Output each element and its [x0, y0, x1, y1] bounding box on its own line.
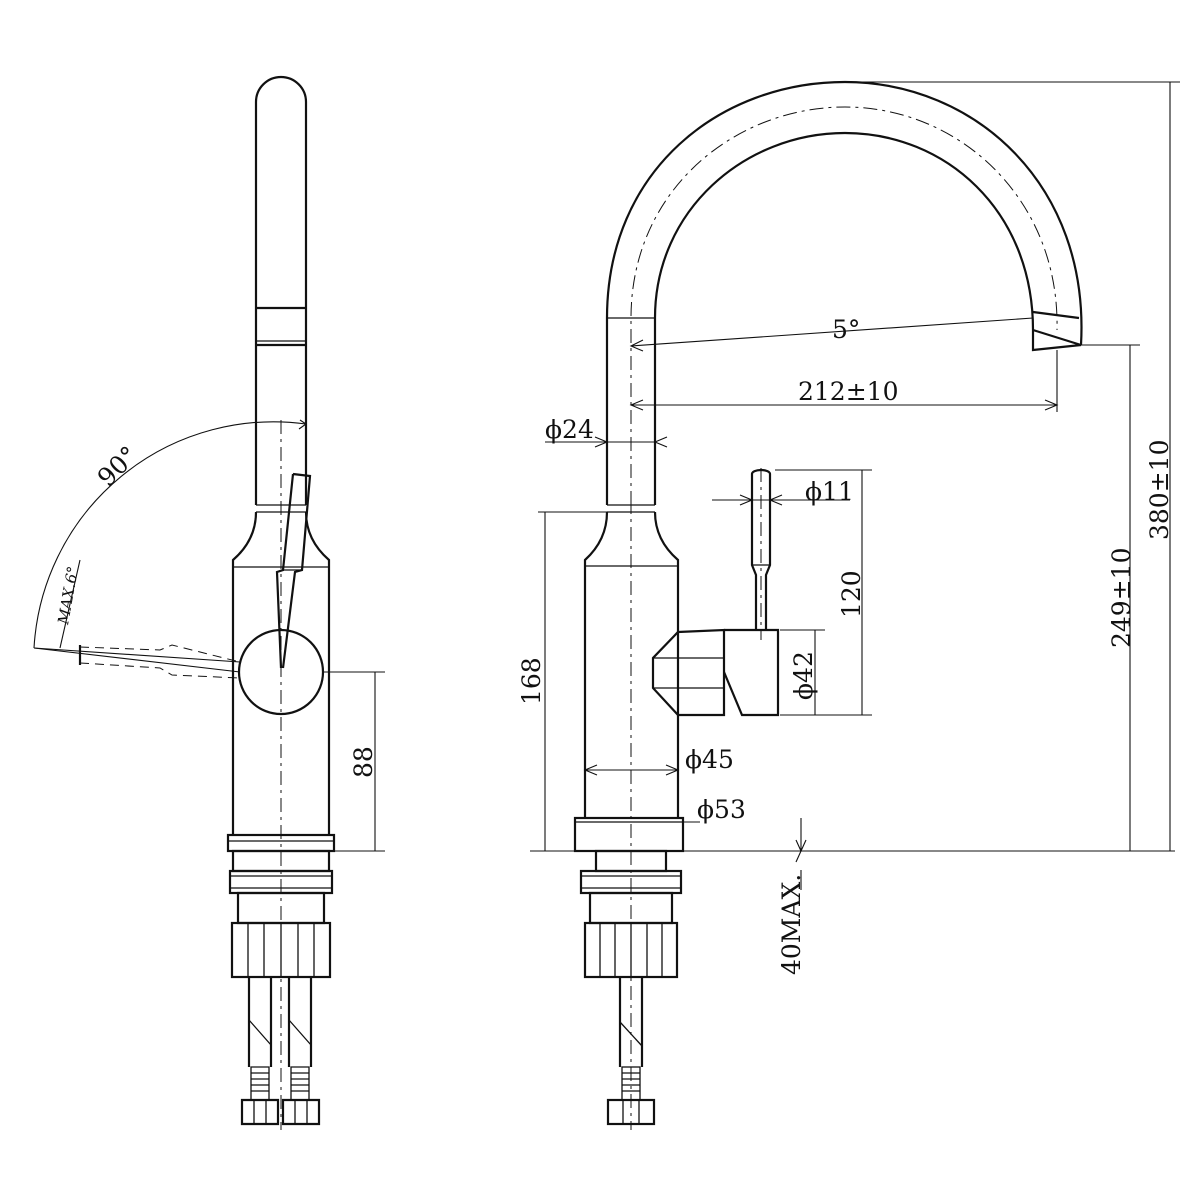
max-angle-extension: [59, 559, 81, 649]
max-angle-label: MAX.6°: [54, 565, 82, 627]
dim-body-dia-arrows: [583, 764, 680, 776]
total-height-label: 380±10: [1145, 440, 1174, 540]
handle-height-label: 88: [349, 746, 378, 778]
front-hose-marks: [248, 1019, 312, 1046]
front-nut-grips: [247, 923, 315, 977]
handle-swing-arc: [33, 421, 307, 649]
lever-height-label: 120: [837, 570, 866, 618]
dim-arrow: [629, 339, 644, 352]
spout-reach-label: 212±10: [798, 377, 898, 406]
dim-spout-dia-arrows: [594, 436, 668, 448]
lever-diameter-label: ϕ11: [805, 477, 854, 506]
cartridge-diameter-label: ϕ42: [789, 651, 818, 700]
arc-arrow: [298, 419, 307, 430]
side-nut-grips: [599, 923, 663, 977]
side-aerator: [1031, 310, 1082, 352]
side-spout-tip: [1032, 328, 1082, 347]
dim-5deg-line: [630, 317, 1034, 347]
side-base-plate: [573, 816, 685, 853]
side-housing-lines: [653, 657, 724, 689]
handle-swing-angle-label: 90°: [92, 440, 144, 492]
max-angle-leader: [33, 647, 241, 673]
base-diameter-label: ϕ53: [697, 795, 746, 824]
body-height-label: 168: [517, 657, 546, 705]
dim-40max-arrows: [795, 839, 807, 863]
side-lever: [750, 468, 772, 630]
max-angle-leader: [33, 647, 241, 663]
body-diameter-label: ϕ45: [685, 745, 734, 774]
spout-tilt-label: 5°: [832, 315, 860, 344]
front-view: 90° MAX.6° 88: [33, 75, 385, 1130]
max-counter-thickness-label: 40MAX.: [777, 874, 806, 975]
dim-lever-dia-arrows: [739, 494, 783, 506]
side-handle-block: [722, 628, 780, 717]
side-spout-centerline: [630, 106, 1058, 505]
front-supply-hoses: [247, 977, 313, 1067]
side-spout-inner: [653, 131, 1035, 505]
spout-height-label: 249±10: [1107, 548, 1136, 648]
spout-diameter-label: ϕ24: [545, 415, 594, 444]
front-spout-tube: [254, 75, 308, 505]
front-hex-facets: [253, 1100, 308, 1124]
side-body: [583, 511, 680, 818]
side-cartridge-housing: [651, 628, 726, 717]
front-fitting-threads: [251, 1072, 309, 1092]
side-spout-outer: [605, 80, 1083, 505]
front-hose-fittings: [250, 1066, 310, 1101]
side-hex-facets: [622, 1100, 640, 1124]
side-view: 5° 212±10 ϕ24 ϕ11 120 ϕ42 ϕ45 ϕ53: [517, 80, 1180, 1130]
front-lever-rotated: [79, 644, 241, 679]
dim-reach-arrows: [629, 399, 1059, 411]
